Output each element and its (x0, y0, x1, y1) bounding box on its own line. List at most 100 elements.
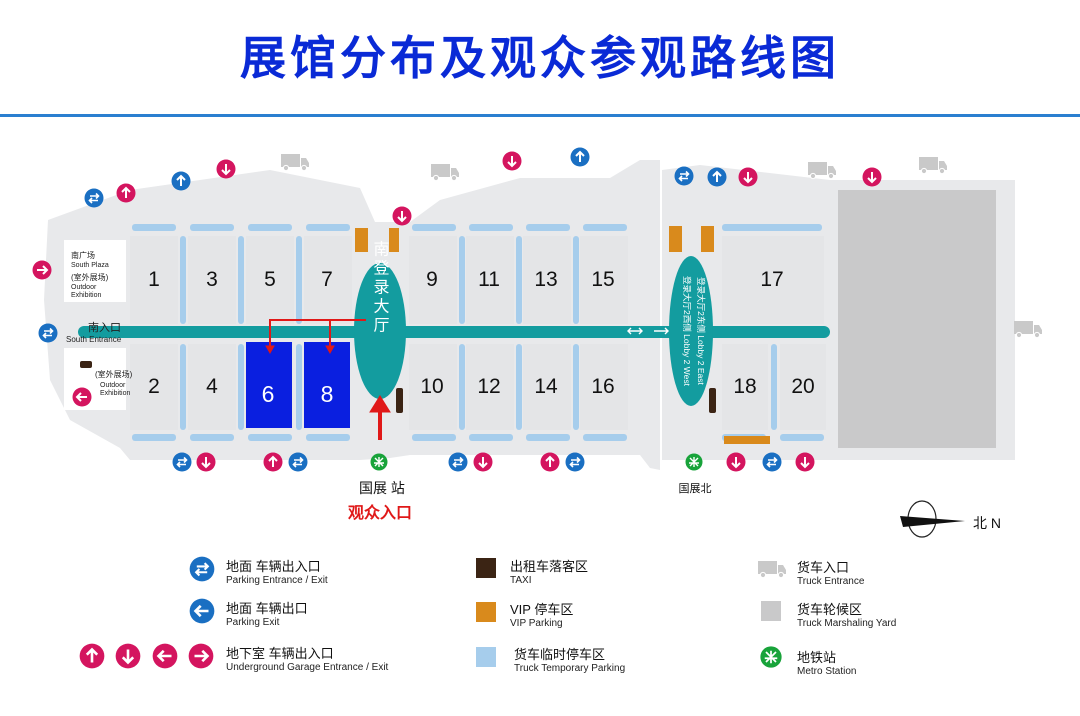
south-entrance-en: South Entrance (66, 335, 122, 344)
south-plaza-cn: 南广场 (71, 250, 95, 260)
outdoor-top-en1: Outdoor (71, 284, 97, 291)
legend-parking-entrance-exit: 地面 车辆出入口 Parking Entrance / Exit (226, 556, 328, 586)
parking-entrance-exit-icon[interactable] (287, 451, 309, 473)
garage-entrance-down-icon[interactable] (794, 451, 816, 473)
legend-label-en: Truck Marshaling Yard (797, 618, 897, 629)
hall-7 (304, 236, 352, 324)
garage-entrance-down-icon[interactable] (391, 205, 413, 227)
hall-label-5: 5 (264, 268, 276, 291)
garage-entrance-down-icon[interactable] (215, 158, 237, 180)
legend-label-en: Truck Temporary Parking (514, 663, 626, 674)
lobby-2-west-label: 登录大厅2西侧 Lobby 2 West (682, 276, 692, 387)
parking-entrance-exit-icon[interactable] (37, 322, 59, 344)
hall-9 (409, 236, 457, 324)
outdoor-bottom-en2: Exhibition (100, 390, 130, 397)
parking-exit-up-icon[interactable] (706, 166, 728, 188)
legend-vip: VIP 停车区 VIP Parking (510, 599, 573, 629)
hall-15 (580, 236, 628, 324)
legend-label-cn: 地下室 车辆出入口 (226, 646, 334, 661)
legend-label-cn: 出租车落客区 (510, 559, 589, 574)
parking-entrance-exit-icon[interactable] (447, 451, 469, 473)
outdoor-bottom-cn: (室外展场) (95, 369, 133, 379)
truck-icon (280, 153, 310, 172)
parking-entrance-exit-icon[interactable] (171, 451, 193, 473)
garage-entrance-down-icon[interactable] (195, 451, 217, 473)
two-way-arrow-icon (627, 327, 643, 335)
garage-entrance-down-icon[interactable] (472, 451, 494, 473)
title-divider (0, 114, 1080, 117)
garage-entrance-right-icon[interactable] (31, 259, 53, 281)
north-label: 北 N (973, 515, 1001, 531)
hall-11 (466, 236, 514, 324)
south-lobby-label: 南登录大厅 (371, 241, 390, 336)
hall-14 (523, 344, 571, 430)
hall-4 (188, 344, 236, 430)
parking-entrance-exit-icon[interactable] (83, 187, 105, 209)
right-arrow-icon (654, 327, 669, 335)
hall-1 (130, 236, 178, 324)
hall-label-1: 1 (148, 268, 160, 291)
garage-entrance-down-icon[interactable] (861, 166, 883, 188)
garage-entrance-down-icon[interactable] (501, 150, 523, 172)
legend-label-en: Parking Exit (226, 617, 280, 628)
hall-5 (246, 236, 294, 324)
hall-label-6: 6 (262, 381, 275, 407)
legend-label-cn: 地面 车辆出口 (226, 601, 308, 616)
legend-label-cn: 地铁站 (797, 650, 837, 665)
hall-8 (304, 342, 350, 428)
legend-parking-exit-icon (188, 597, 216, 625)
legend-garage-up-icon (78, 642, 106, 670)
outdoor-bottom-en1: Outdoor (100, 382, 126, 389)
legend-label-cn: 货车轮候区 (797, 602, 863, 617)
legend-label-en: TAXI (510, 575, 532, 586)
lobby-2-east-label: 登录大厅2东侧 Lobby 2 East (696, 277, 706, 385)
legend-vip-swatch (476, 602, 496, 622)
garage-entrance-down-icon[interactable] (737, 166, 759, 188)
hall-label-11: 11 (478, 268, 500, 291)
hall-label-7: 7 (321, 268, 333, 291)
legend-label-cn: 货车临时停车区 (514, 647, 606, 662)
garage-entrance-up-icon[interactable] (539, 451, 561, 473)
parking-exit-up-icon[interactable] (569, 146, 591, 168)
legend-garage-down-icon (114, 642, 142, 670)
hall-17 (722, 236, 824, 324)
hall-label-10: 10 (420, 375, 443, 398)
parking-entrance-exit-icon[interactable] (673, 165, 695, 187)
legend-temp-parking: 货车临时停车区 Truck Temporary Parking (514, 644, 625, 674)
outdoor-top-en2: Exhibition (71, 292, 101, 299)
legend-garage-left-icon (151, 642, 179, 670)
garage-entrance-up-icon[interactable] (115, 182, 137, 204)
legend-label-en: Parking Entrance / Exit (226, 575, 328, 586)
hall-label-20: 20 (791, 375, 814, 398)
parking-entrance-exit-icon[interactable] (761, 451, 783, 473)
garage-entrance-down-icon[interactable] (725, 451, 747, 473)
legend-label-en: Truck Entrance (797, 576, 865, 587)
metro-icon (369, 452, 389, 472)
parking-entrance-exit-icon[interactable] (564, 451, 586, 473)
hall-label-3: 3 (206, 268, 218, 291)
hall-label-2: 2 (148, 375, 160, 398)
legend-yard-swatch (761, 601, 781, 621)
legend-label-en: Underground Garage Entrance / Exit (226, 662, 389, 673)
garage-entrance-up-icon[interactable] (262, 451, 284, 473)
main-corridor (78, 326, 830, 338)
temporary-parking (132, 224, 824, 441)
truck-icon (430, 163, 460, 182)
legend-truck-yard: 货车轮候区 Truck Marshaling Yard (797, 599, 896, 629)
metro-station-north-label: 国展北 (679, 482, 712, 495)
garage-entrance-left-icon[interactable] (71, 386, 93, 408)
south-entrance-cn: 南入口 (88, 321, 121, 334)
hall-2 (130, 344, 178, 430)
legend-label-en: Metro Station (797, 666, 857, 677)
legend-label-cn: 地面 车辆出入口 (226, 559, 321, 574)
hall-6 (246, 342, 292, 428)
hall-12 (466, 344, 514, 430)
hall-label-15: 15 (591, 268, 614, 291)
legend-taxi: 出租车落客区 TAXI (510, 556, 588, 586)
legend-truck-entrance: 货车入口 Truck Entrance (797, 557, 864, 587)
legend-metro: 地铁站 Metro Station (797, 647, 856, 677)
parking-exit-up-icon[interactable] (170, 170, 192, 192)
legend-label-cn: 货车入口 (797, 560, 850, 575)
hall-label-14: 14 (534, 375, 558, 398)
